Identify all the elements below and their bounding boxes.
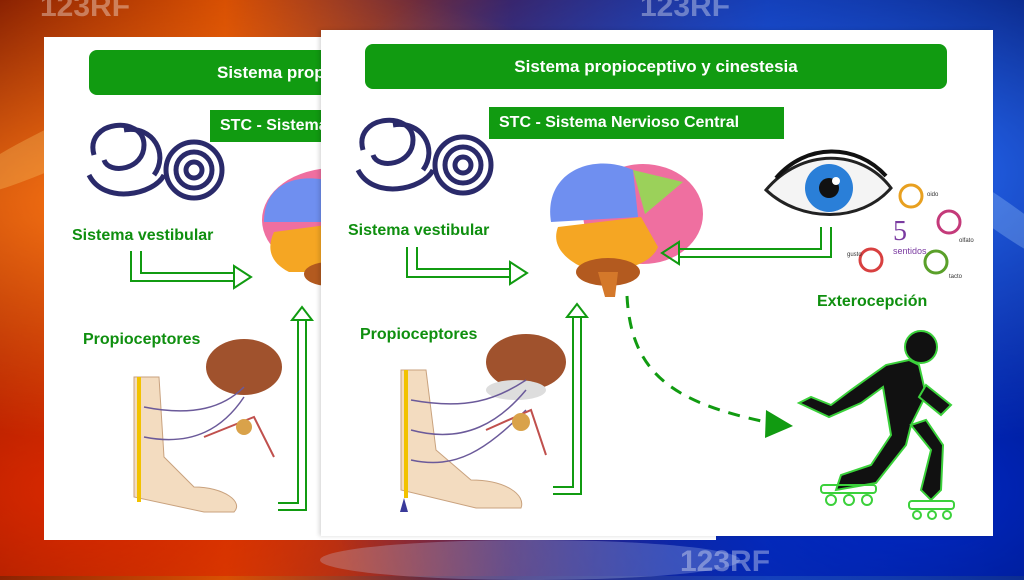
vestibular-label: Sistema vestibular [72, 227, 214, 244]
watermark: 123RF [680, 545, 771, 578]
arrow-icon [130, 251, 253, 290]
senses-tacto: tacto [949, 274, 963, 280]
arrow-icon [406, 247, 529, 286]
arrow-icon [278, 305, 315, 511]
arrow-icon [553, 302, 590, 495]
watermark: 123RF [40, 0, 131, 23]
skater-figure [796, 330, 955, 520]
watermark: 123RF [640, 0, 731, 23]
senses-word: sentidos [893, 246, 927, 256]
senses-gusto: gusto [847, 252, 862, 258]
foot-nerves-illustration [400, 334, 566, 512]
senses-olfato: olfato [959, 238, 974, 244]
vestibular-label: Sistema vestibular [348, 222, 490, 239]
inner-ear-icon [86, 122, 225, 201]
eye-icon [763, 149, 893, 216]
proprioceptors-label: Propioceptores [360, 326, 478, 343]
senses-number: 5 [893, 216, 907, 247]
stc-banner: STC - Sistema Nervioso Central [489, 107, 784, 139]
arrow-icon [660, 227, 832, 266]
arrow-icon [625, 295, 793, 438]
senses-oido: oido [927, 192, 939, 198]
exteroception-label: Exterocepción [817, 293, 928, 310]
inner-ear-icon [355, 117, 494, 196]
brain-icon [550, 163, 703, 297]
five-senses-icon: 5 sentidos oido olfato gusto tacto [847, 183, 974, 280]
front-slide: Sistema propioceptivo y cinestesia STC -… [321, 30, 993, 536]
lightning-streak [320, 540, 740, 580]
slide-title: Sistema propioceptivo y cinestesia [365, 44, 947, 89]
foot-nerves-illustration [133, 339, 282, 513]
proprioceptors-label: Propioceptores [83, 331, 201, 348]
